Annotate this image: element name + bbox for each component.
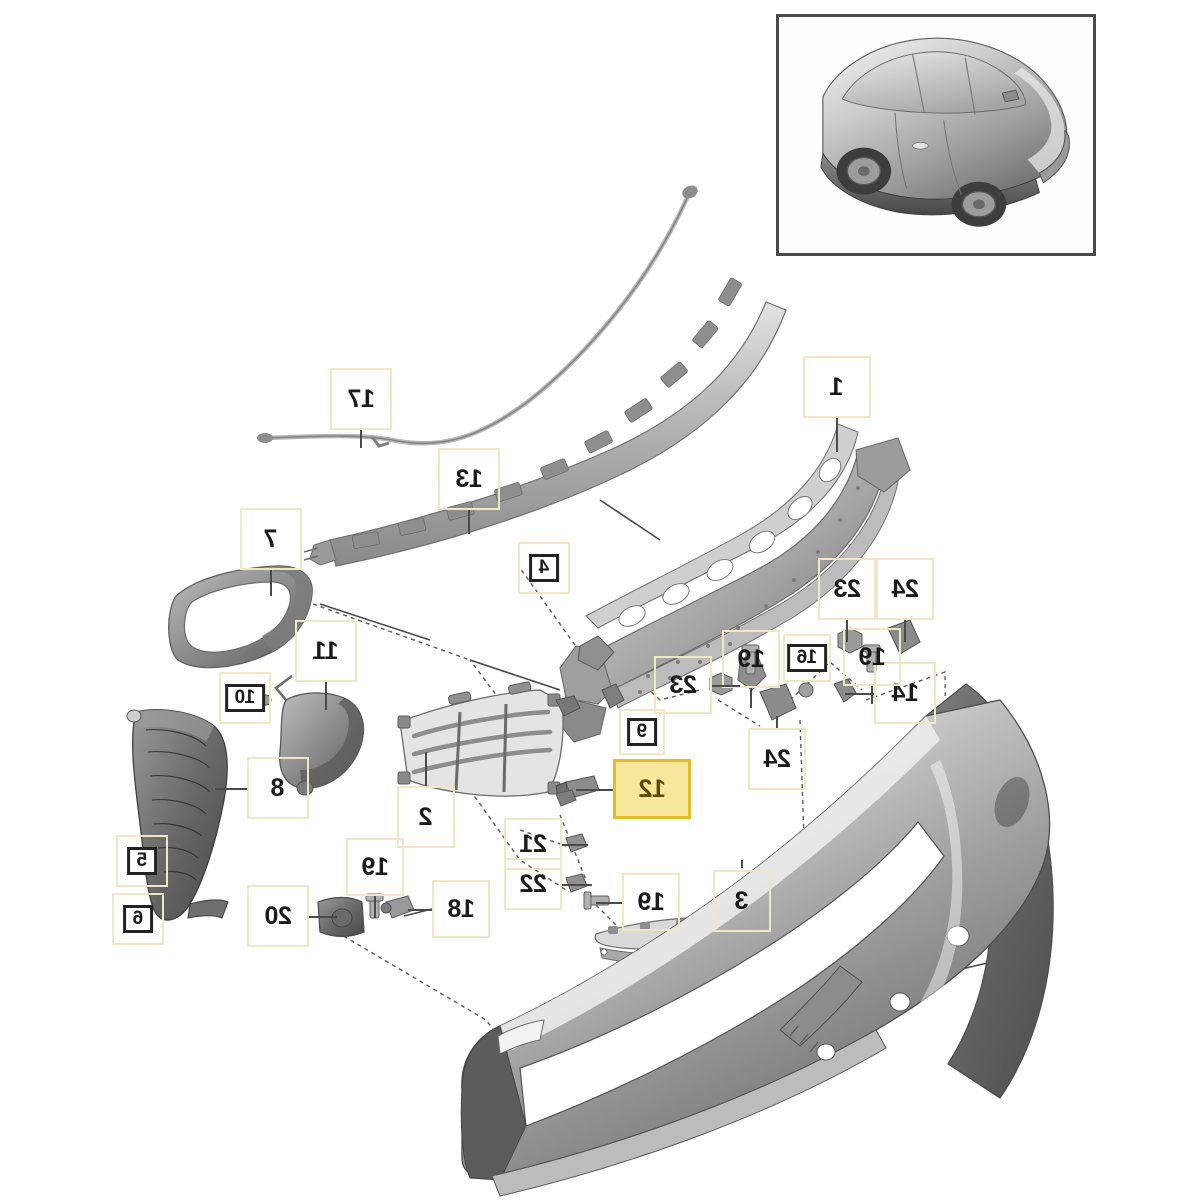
callout-6[interactable]: 6 [112, 893, 164, 945]
part-17-wiring-harness [257, 185, 698, 448]
callout-24[interactable]: 24 [748, 728, 806, 790]
leader-line-19 [750, 688, 752, 708]
leader-line-13 [468, 510, 470, 534]
leader-line-11 [325, 682, 327, 710]
part-12-retaining-clip [555, 775, 600, 799]
leader-line-20 [309, 916, 337, 918]
callout-number: 19 [637, 887, 665, 916]
callout-number: 23 [833, 574, 861, 603]
callout-number: 3 [735, 886, 749, 915]
callout-number: 10 [224, 684, 266, 712]
leader-line-22 [562, 884, 592, 886]
leader-line-23 [712, 685, 740, 687]
callout-24[interactable]: 24 [876, 558, 934, 620]
callout-7[interactable]: 7 [240, 508, 302, 570]
leader-line-18 [408, 909, 434, 911]
callout-2[interactable]: 2 [397, 786, 455, 848]
leader-line-23 [846, 620, 848, 642]
callout-number: 7 [264, 524, 278, 553]
callout-number: 12 [638, 774, 666, 803]
callout-number: 17 [347, 384, 375, 413]
part-16-fastener [798, 682, 814, 698]
callout-number: 1 [830, 372, 844, 401]
vehicle-illustration [779, 17, 1093, 253]
callout-number: 8 [271, 773, 285, 802]
callout-1[interactable]: 1 [803, 356, 871, 418]
callout-19[interactable]: 19 [622, 873, 680, 931]
callout-19[interactable]: 19 [843, 628, 901, 686]
beam-mount-detail-stubs [577, 635, 625, 709]
callout-3[interactable]: 3 [713, 870, 771, 932]
callout-number: 16 [786, 644, 828, 672]
callout-20[interactable]: 20 [247, 885, 309, 947]
callout-number: 9 [626, 718, 658, 746]
callout-number: 5 [126, 847, 158, 875]
callout-number: 19 [361, 852, 389, 881]
callout-number: 19 [737, 644, 765, 673]
leader-line-1 [836, 418, 838, 452]
callout-21[interactable]: 21 [504, 818, 562, 870]
leader-line-8 [215, 788, 248, 790]
callout-19[interactable]: 19 [346, 838, 404, 896]
callout-18[interactable]: 18 [432, 880, 490, 938]
leader-line-21 [562, 844, 588, 846]
callout-number: 6 [122, 905, 154, 933]
callout-number: 11 [313, 636, 339, 665]
callout-17[interactable]: 17 [330, 368, 392, 430]
leader-line-7 [270, 570, 272, 596]
callout-4[interactable]: 4 [518, 542, 570, 594]
callout-16[interactable]: 16 [783, 634, 831, 682]
callout-14[interactable]: 14 [874, 662, 936, 724]
leader-line-14 [845, 693, 875, 695]
leader-line-19 [596, 902, 624, 904]
leader-line-19 [374, 896, 376, 918]
callout-9[interactable]: 9 [619, 709, 665, 755]
callout-19[interactable]: 19 [722, 630, 780, 688]
callout-number: 23 [669, 670, 697, 699]
callout-12-selected[interactable]: 12 [613, 759, 691, 819]
callout-number: 4 [528, 554, 560, 582]
callout-5[interactable]: 5 [116, 835, 168, 887]
leader-line-17 [360, 430, 362, 448]
leader-line-2 [425, 752, 427, 786]
callout-number: 24 [891, 574, 919, 603]
callout-23[interactable]: 23 [818, 558, 876, 620]
leader-line-24 [776, 716, 778, 730]
callout-number: 13 [455, 464, 483, 493]
callout-number: 21 [519, 829, 547, 858]
callout-23[interactable]: 23 [654, 656, 712, 714]
callout-number: 19 [858, 642, 886, 671]
callout-number: 24 [763, 744, 791, 773]
callout-number: 20 [264, 901, 292, 930]
callout-11[interactable]: 11 [295, 620, 357, 682]
callout-10[interactable]: 10 [219, 672, 271, 724]
leader-line-24 [904, 620, 906, 642]
callout-number: 2 [419, 802, 433, 831]
part-8-wheel-arch-bracket [126, 709, 229, 921]
leader-line-3 [741, 860, 743, 868]
callout-8[interactable]: 8 [247, 757, 309, 819]
part-18-clip [380, 895, 415, 919]
callout-22[interactable]: 22 [504, 858, 562, 910]
callout-number: 22 [519, 869, 547, 898]
leader-line-19 [871, 686, 873, 704]
vehicle-thumbnail[interactable] [776, 14, 1096, 256]
callout-13[interactable]: 13 [438, 448, 500, 510]
callout-number: 18 [447, 894, 475, 923]
leader-line-12 [576, 789, 614, 791]
part-7-fog-lamp-bezel [168, 565, 313, 669]
